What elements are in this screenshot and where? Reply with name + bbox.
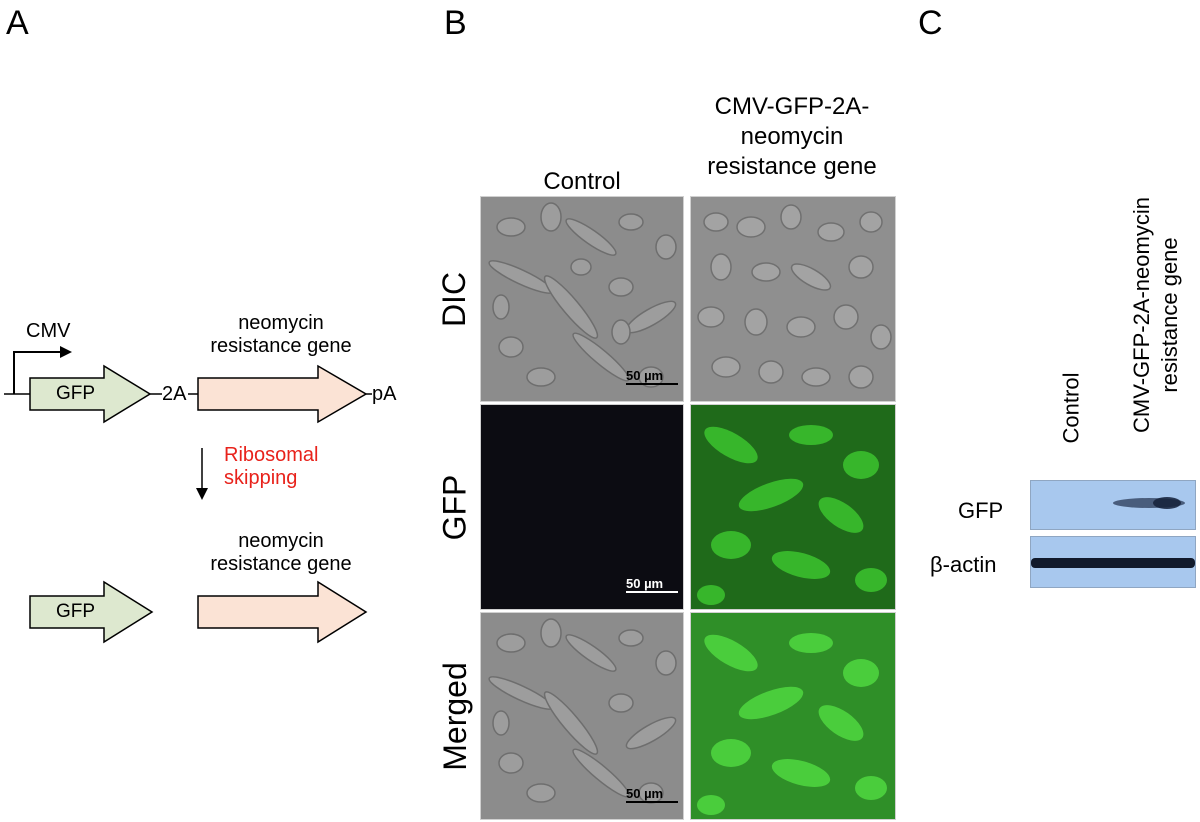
ribosomal-skipping-line1: Ribosomal bbox=[224, 444, 319, 466]
neo-label-top-line1: neomycin bbox=[238, 312, 324, 334]
row-label-gfp-wrap: GFP bbox=[432, 404, 478, 610]
neo-label-bottom: neomycin resistance gene bbox=[206, 530, 356, 576]
skipping-arrowhead bbox=[196, 488, 208, 500]
scale-bar-merged-label: 50 µm bbox=[626, 786, 664, 801]
scale-bar-merged: 50 µm bbox=[626, 786, 678, 803]
gfp-gene-arrow-bottom bbox=[29, 580, 154, 644]
panel-label-c: C bbox=[918, 4, 943, 42]
micrograph-merged-construct bbox=[690, 612, 896, 820]
cells-dic-construct bbox=[697, 204, 892, 389]
gfp-gene-arrow-top bbox=[29, 364, 152, 424]
neo-gene-arrow-top bbox=[197, 364, 368, 424]
fluorescence-merged-construct bbox=[697, 633, 887, 815]
micrograph-dic-control bbox=[480, 196, 684, 402]
scale-bar-dic: 50 µm bbox=[626, 368, 678, 385]
band-label-actin: β-actin bbox=[930, 552, 997, 577]
micrograph-merged-control bbox=[480, 612, 684, 820]
blot-bands-actin bbox=[1031, 558, 1195, 568]
cells-merged-control bbox=[488, 618, 677, 804]
fluorescence-gfp-construct bbox=[697, 425, 887, 605]
lane-label-construct-wrap: CMV-GFP-2A-neomycin resistance gene bbox=[1108, 156, 1200, 474]
scale-bar-gfp: 50 µm bbox=[626, 576, 678, 593]
blot-strip-actin bbox=[1030, 536, 1196, 588]
lane-label-construct: CMV-GFP-2A-neomycin resistance gene bbox=[1128, 197, 1184, 433]
cells-dic-control bbox=[488, 202, 677, 388]
scale-bar-gfp-line bbox=[626, 591, 678, 593]
linker-2a-label: 2A bbox=[162, 383, 187, 405]
scale-bar-dic-label: 50 µm bbox=[626, 368, 664, 383]
column-header-control: Control bbox=[543, 168, 621, 195]
gfp-label-bottom: GFP bbox=[56, 601, 96, 622]
neo-label-top: neomycin resistance gene bbox=[206, 312, 356, 358]
blot-bands-gfp bbox=[1113, 497, 1185, 509]
promoter-arrowhead bbox=[60, 346, 72, 358]
micrograph-dic-construct bbox=[690, 196, 896, 402]
lane-label-control: Control bbox=[1058, 372, 1084, 444]
neo-gene-arrow-bottom bbox=[197, 580, 368, 644]
row-label-dic-wrap: DIC bbox=[432, 196, 478, 402]
scale-bar-dic-line bbox=[626, 383, 678, 385]
ribosomal-skipping-label: Ribosomal skipping bbox=[224, 444, 318, 490]
neo-label-top-line2: resistance gene bbox=[210, 335, 352, 357]
lane-label-construct-line2: resistance gene bbox=[1157, 237, 1183, 393]
promoter-label: CMV bbox=[26, 320, 71, 342]
column-header-construct-line2: neomycin bbox=[740, 123, 844, 150]
micrograph-gfp-control bbox=[480, 404, 684, 610]
gfp-band-construct-core bbox=[1153, 497, 1181, 509]
scale-bar-merged-line bbox=[626, 801, 678, 803]
column-header-construct-line3: resistance gene bbox=[707, 153, 877, 180]
blot-strip-gfp bbox=[1030, 480, 1196, 530]
gfp-label-top: GFP bbox=[56, 383, 96, 404]
panel-label-b: B bbox=[444, 4, 467, 42]
row-label-merged: Merged bbox=[436, 661, 473, 771]
promoter-arrow bbox=[13, 351, 62, 394]
panel-label-a: A bbox=[6, 4, 29, 42]
neo-label-bottom-line1: neomycin bbox=[238, 530, 324, 552]
band-label-gfp: GFP bbox=[958, 498, 1004, 523]
column-header-construct-line1: CMV-GFP-2A- bbox=[714, 93, 870, 120]
row-label-dic: DIC bbox=[436, 271, 473, 327]
lane-label-construct-line1: CMV-GFP-2A-neomycin bbox=[1129, 197, 1155, 433]
row-label-gfp: GFP bbox=[436, 474, 473, 540]
actin-band bbox=[1031, 558, 1195, 568]
polya-label: pA bbox=[372, 383, 397, 405]
column-header-construct: CMV-GFP-2A- neomycin resistance gene bbox=[684, 92, 900, 182]
neo-label-bottom-line2: resistance gene bbox=[210, 553, 352, 575]
construct-diagram bbox=[4, 346, 372, 644]
micrograph-gfp-construct bbox=[690, 404, 896, 610]
ribosomal-skipping-line2: skipping bbox=[224, 467, 298, 489]
row-label-merged-wrap: Merged bbox=[432, 612, 478, 820]
lane-label-control-wrap: Control bbox=[1048, 340, 1094, 476]
scale-bar-gfp-label: 50 µm bbox=[626, 576, 664, 591]
